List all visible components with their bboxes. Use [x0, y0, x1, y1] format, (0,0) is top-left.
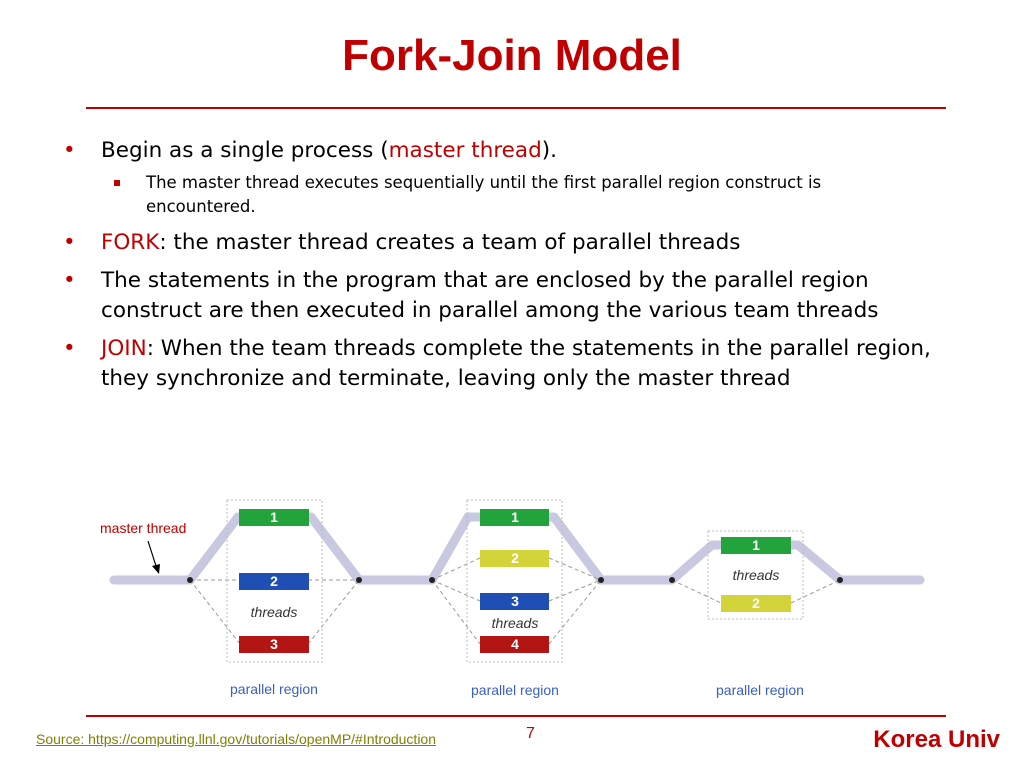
- highlight-join: JOIN: [101, 336, 147, 361]
- parallel-region-label: parallel region: [230, 681, 318, 697]
- bullet-dot-icon: •: [63, 230, 76, 255]
- bullet-text-part: : When the team threads complete the sta…: [101, 336, 931, 391]
- thread-bar: [721, 595, 791, 612]
- threads-label: threads: [492, 615, 539, 631]
- highlight-fork: FORK: [101, 230, 160, 255]
- bullet-text-part: Begin as a single process (: [101, 138, 389, 163]
- thread-bar: [239, 636, 309, 653]
- thread-bar: [480, 636, 549, 653]
- thread-bar: [721, 537, 791, 554]
- region-3: 1 threads 2 parallel region: [716, 537, 804, 698]
- bullet-text: FORK: the master thread creates a team o…: [101, 228, 941, 258]
- bullet-text: JOIN: When the team threads complete the…: [101, 334, 941, 394]
- bullet-dot-icon: •: [63, 268, 76, 293]
- bullet-text-part: ).: [541, 138, 557, 163]
- thread-bar: [480, 509, 549, 526]
- slide-title: Fork-Join Model: [342, 31, 682, 80]
- thread-number: 2: [511, 550, 519, 566]
- title-divider: [86, 107, 946, 109]
- highlight-master-thread: master thread: [388, 138, 542, 163]
- thread-number: 3: [270, 636, 278, 652]
- parallel-region-label: parallel region: [716, 682, 804, 698]
- bullet-dot-icon: •: [63, 336, 76, 361]
- page-number: 7: [526, 725, 535, 742]
- sub-bullet-text: The master thread executes sequentially …: [146, 173, 822, 216]
- thread-number: 3: [511, 593, 519, 609]
- junction-dots: [187, 577, 843, 583]
- bullet-text-part: : the master thread creates a team of pa…: [159, 230, 741, 255]
- region-boxes: [226, 499, 804, 663]
- master-arrow: [147, 540, 157, 567]
- master-thread-path: [109, 512, 925, 585]
- thread-number: 2: [270, 573, 278, 589]
- thread-number: 1: [511, 509, 519, 525]
- thread-bar: [480, 593, 549, 610]
- thread-bar: [239, 573, 309, 590]
- bullet-text: The statements in the program that are e…: [101, 268, 879, 323]
- thread-branches: [189, 557, 841, 645]
- bullet-dot-icon: •: [63, 138, 76, 163]
- thread-number: 1: [752, 537, 760, 553]
- region-1: 1 2 threads 3 parallel region: [230, 509, 318, 697]
- square-bullet-icon: [114, 180, 120, 186]
- source-link[interactable]: Source: https://computing.llnl.gov/tutor…: [36, 731, 436, 747]
- threads-label: threads: [733, 567, 780, 583]
- thread-number: 1: [270, 509, 278, 525]
- master-thread-label: master thread: [100, 520, 186, 536]
- brand-label: Korea Univ: [873, 726, 1000, 753]
- bullet-text: Begin as a single process (master thread…: [101, 136, 941, 166]
- footer-divider: [86, 715, 946, 717]
- region-2: 1 2 3 threads 4 parallel region: [471, 509, 559, 698]
- thread-bar: [239, 509, 309, 526]
- threads-label: threads: [251, 604, 298, 620]
- thread-number: 4: [511, 636, 519, 652]
- arrow-head-icon: [152, 564, 160, 574]
- parallel-region-label: parallel region: [471, 682, 559, 698]
- thread-number: 2: [752, 595, 760, 611]
- thread-bar: [480, 550, 549, 567]
